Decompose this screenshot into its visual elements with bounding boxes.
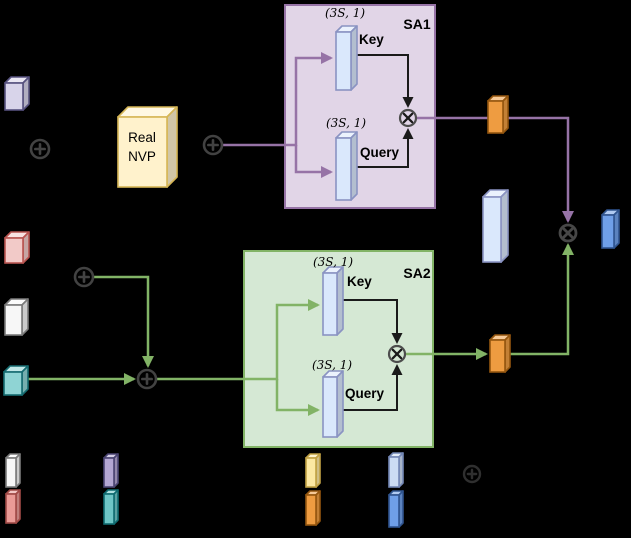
sa1-input-edge bbox=[222, 52, 333, 147]
sa1-query-label: Query bbox=[360, 145, 400, 160]
sa2-output-edge-b bbox=[505, 243, 574, 356]
sa1-query-to-times-edge bbox=[351, 128, 414, 168]
sa1-output-edge bbox=[416, 116, 574, 223]
real-nvp-label-line1: Real bbox=[128, 130, 156, 145]
sa2-key-label: Key bbox=[347, 274, 372, 289]
sa1-key-dims: (3S, 1) bbox=[325, 6, 365, 20]
sa1-title: SA1 bbox=[403, 16, 430, 32]
legend-lavender-cuboid bbox=[103, 453, 119, 488]
legend-red-cuboid bbox=[5, 489, 21, 524]
sa2-key-to-times-edge bbox=[338, 299, 403, 344]
sa2-input-edge bbox=[156, 299, 320, 381]
sa2-key-cuboid bbox=[322, 266, 344, 336]
real-nvp-label-line2: NVP bbox=[128, 149, 156, 164]
sa2-query-dims: (3S, 1) bbox=[312, 358, 352, 372]
shapes-layer bbox=[3, 4, 620, 528]
sa1-query-cuboid bbox=[335, 131, 358, 201]
circled-plus-icon-3 bbox=[73, 266, 95, 288]
legend-yellow-cuboid bbox=[305, 453, 321, 488]
sa1-query-dims: (3S, 1) bbox=[326, 116, 366, 130]
sa2-query-cuboid bbox=[322, 370, 344, 438]
orange-cuboid-sa2-output bbox=[489, 334, 511, 373]
red-cuboid-left bbox=[4, 231, 30, 264]
circled-plus-icon-4 bbox=[136, 368, 158, 390]
tensor-product-icon-sa2 bbox=[387, 344, 407, 364]
sa2-key-dims: (3S, 1) bbox=[313, 255, 353, 269]
lavender-cuboid-left bbox=[4, 76, 30, 111]
legend-teal-cuboid bbox=[103, 489, 119, 525]
sa1-query-branch-edge bbox=[294, 145, 333, 178]
teal-cuboid-left bbox=[3, 365, 29, 396]
sa2-query-branch-edge bbox=[275, 379, 320, 416]
tensor-product-icon-sa1 bbox=[398, 108, 418, 128]
circled-plus-icon-1 bbox=[29, 138, 51, 160]
white-cuboid-left bbox=[4, 298, 29, 336]
circled-plus-icon-2 bbox=[202, 134, 224, 156]
sa1-key-label: Key bbox=[359, 32, 384, 47]
value-cuboid-tall bbox=[482, 189, 509, 263]
circled-plus-icon-5 bbox=[462, 464, 482, 484]
plus3-to-plus4-edge bbox=[93, 275, 154, 368]
legend-lightblue-cuboid bbox=[388, 452, 404, 488]
sa2-title: SA2 bbox=[403, 265, 430, 281]
legend-white-cuboid bbox=[5, 453, 21, 488]
sa2-query-label: Query bbox=[345, 386, 385, 401]
blue-cuboid-right bbox=[601, 209, 620, 249]
legend-orange-cuboid bbox=[305, 490, 321, 526]
sa2-query-to-times-edge bbox=[338, 364, 403, 411]
real-nvp-box bbox=[117, 106, 178, 188]
legend-blue-cuboid bbox=[388, 490, 404, 528]
sa1-key-cuboid bbox=[335, 25, 358, 91]
orange-cuboid-sa1-output bbox=[487, 95, 509, 134]
sa1-key-to-times-edge bbox=[351, 54, 414, 108]
tensor-product-icon-main bbox=[558, 223, 578, 243]
